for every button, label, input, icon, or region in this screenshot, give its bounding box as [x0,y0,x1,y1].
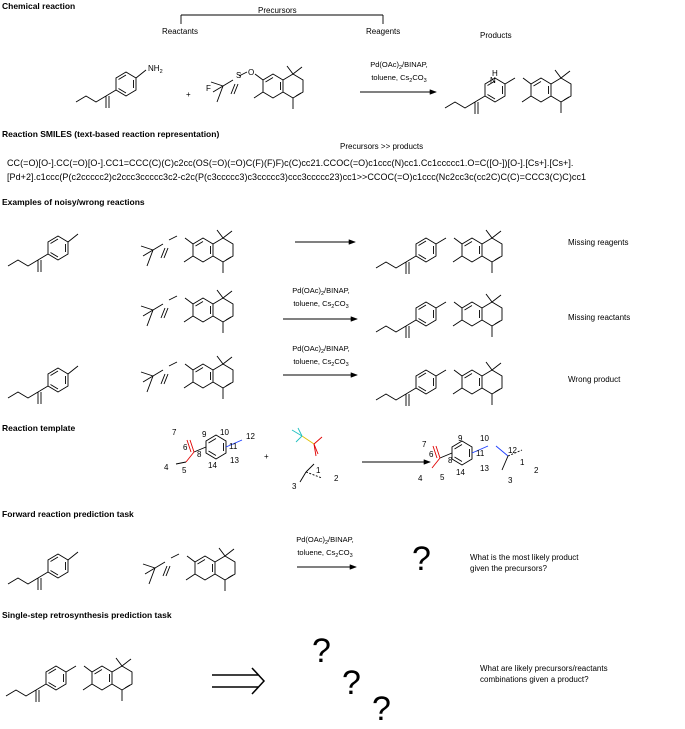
product-molecule [445,70,571,114]
noisy-label-wrong-product: Wrong product [568,375,621,384]
atom-number: 7 [172,428,177,437]
atom-number: 2 [534,466,539,475]
precursor-bracket [180,14,384,24]
noisy-label-missing-reagents: Missing reagents [568,238,629,247]
section-title-forward: Forward reaction prediction task [2,509,134,519]
retro-question-mark-3: ? [372,690,391,728]
atom-number: 8 [448,456,453,465]
retro-product [6,658,132,702]
smiles-line-2: [Pd+2].c1ccc(P(c2ccccc2)c2ccc3ccccc3c2-c… [7,172,587,182]
atom-number: 1 [520,458,525,467]
noisy-label-missing-reactants: Missing reactants [568,313,631,322]
reactant-triflate [210,65,304,110]
forward-reactant [7,553,69,591]
precursors-label: Precursors [258,6,297,15]
atom-number: 12 [508,446,517,455]
atom-number: 10 [480,434,489,443]
retro-double-arrow [212,667,266,695]
retro-question: What are likely precursors/reactants com… [480,664,608,684]
noisy-product-2 [376,294,502,338]
atom-number: 8 [197,450,202,459]
noisy-reactant-1 [7,235,69,273]
atom-number: 13 [480,464,489,473]
atom-number: 9 [458,434,463,443]
atom-number: 5 [440,473,445,482]
plus-sign: + [186,90,191,99]
atom-number: 10 [220,428,229,437]
reaction-conditions: Pd(OAc)2/BINAP, toluene, Cs2CO3 [370,60,428,84]
atom-label: O [248,68,255,77]
atom-number: 5 [182,466,187,475]
plus-sign: + [264,452,269,461]
atom-number: 6 [429,450,434,459]
reactant-aminobenzoate [75,71,137,109]
retro-question-mark-1: ? [312,632,331,670]
noisy-product-3 [376,362,502,406]
noisy-conditions-3: Pd(OAc)2/BINAP, toluene, Cs2CO3 [292,344,350,368]
atom-label: H [492,69,498,78]
template-triflate [291,427,323,483]
forward-question-mark: ? [412,540,431,578]
products-label: Products [480,31,512,40]
smiles-caption: Precursors >> products [340,142,424,151]
atom-label: F [206,84,211,93]
noisy-triflate-3 [140,355,234,400]
atom-number: 11 [229,442,238,451]
atom-number: 12 [246,432,255,441]
atom-label: S [236,71,242,80]
section-title-template: Reaction template [2,423,76,433]
atom-number: 9 [202,430,207,439]
atom-number: 13 [230,456,239,465]
forward-triflate [142,547,236,592]
section-title-smiles: Reaction SMILES (text-based reaction rep… [2,129,220,139]
forward-conditions: Pd(OAc)2/BINAP, toluene, Cs2CO3 [296,535,354,559]
section-title-noisy: Examples of noisy/wrong reactions [2,197,145,207]
template-left [175,434,243,465]
atom-number: 3 [292,482,297,491]
noisy-conditions-2: Pd(OAc)2/BINAP, toluene, Cs2CO3 [292,286,350,310]
atom-number: 2 [334,474,339,483]
atom-label: N [490,76,496,85]
atom-label: NH2 [148,64,163,75]
noisy-triflate-1 [140,229,234,274]
noisy-triflate-2 [140,289,234,334]
atom-number: 4 [164,463,169,472]
atom-number: 4 [418,474,423,483]
atom-number: 14 [208,461,217,470]
noisy-product-1 [376,230,502,274]
section-title-chemical-reaction: Chemical reaction [2,1,76,11]
atom-number: 11 [476,449,485,458]
section-title-retro: Single-step retrosynthesis prediction ta… [2,610,172,620]
atom-number: 6 [183,443,188,452]
atom-number: 1 [316,466,321,475]
atom-number: 3 [508,476,513,485]
smiles-line-1: CC(=O)[O-].CC(=O)[O-].CC1=CCC(C)(C)c2cc(… [7,158,574,168]
atom-number: 14 [456,468,465,477]
atom-number: 7 [422,440,427,449]
template-right [431,440,523,471]
reactants-label: Reactants [162,27,199,36]
forward-question: What is the most likely product given th… [470,553,579,573]
noisy-reactant-3 [7,367,69,405]
reagents-label: Reagents [366,27,401,36]
retro-question-mark-2: ? [342,664,361,702]
